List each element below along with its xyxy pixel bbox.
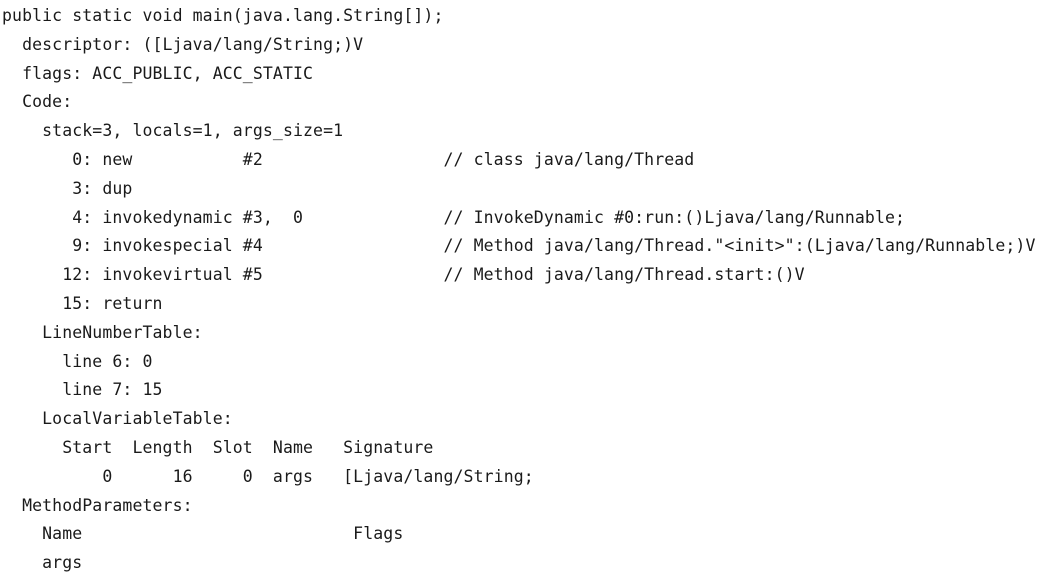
local-variable-table-header: LocalVariableTable: <box>2 409 233 429</box>
line-number-entry: line 6: 0 <box>2 351 153 371</box>
instruction-line: 4: invokedynamic #3, 0 // InvokeDynamic … <box>2 207 906 227</box>
method-parameters-header: MethodParameters: <box>2 495 193 515</box>
code-header-line: Code: <box>2 92 73 112</box>
method-parameter-row: args <box>2 553 83 573</box>
instruction-line: 3: dup <box>2 178 133 198</box>
instruction-line: 0: new #2 // class java/lang/Thread <box>2 149 695 169</box>
method-signature-line: public static void main(java.lang.String… <box>2 6 444 25</box>
local-variable-row: 0 16 0 args [Ljava/lang/String; <box>2 466 534 486</box>
line-number-table-header: LineNumberTable: <box>2 322 203 342</box>
descriptor-line: descriptor: ([Ljava/lang/String;)V <box>2 34 364 54</box>
method-parameters-columns: Name Flags <box>2 524 404 544</box>
flags-line: flags: ACC_PUBLIC, ACC_STATIC <box>2 63 314 83</box>
stack-info-line: stack=3, locals=1, args_size=1 <box>2 121 344 141</box>
local-variable-columns: Start Length Slot Name Signature <box>2 437 434 457</box>
instruction-line: 9: invokespecial #4 // Method java/lang/… <box>2 236 1036 256</box>
line-number-entry: line 7: 15 <box>2 380 163 400</box>
instruction-line: 12: invokevirtual #5 // Method java/lang… <box>2 265 805 285</box>
instruction-line: 15: return <box>2 293 163 313</box>
